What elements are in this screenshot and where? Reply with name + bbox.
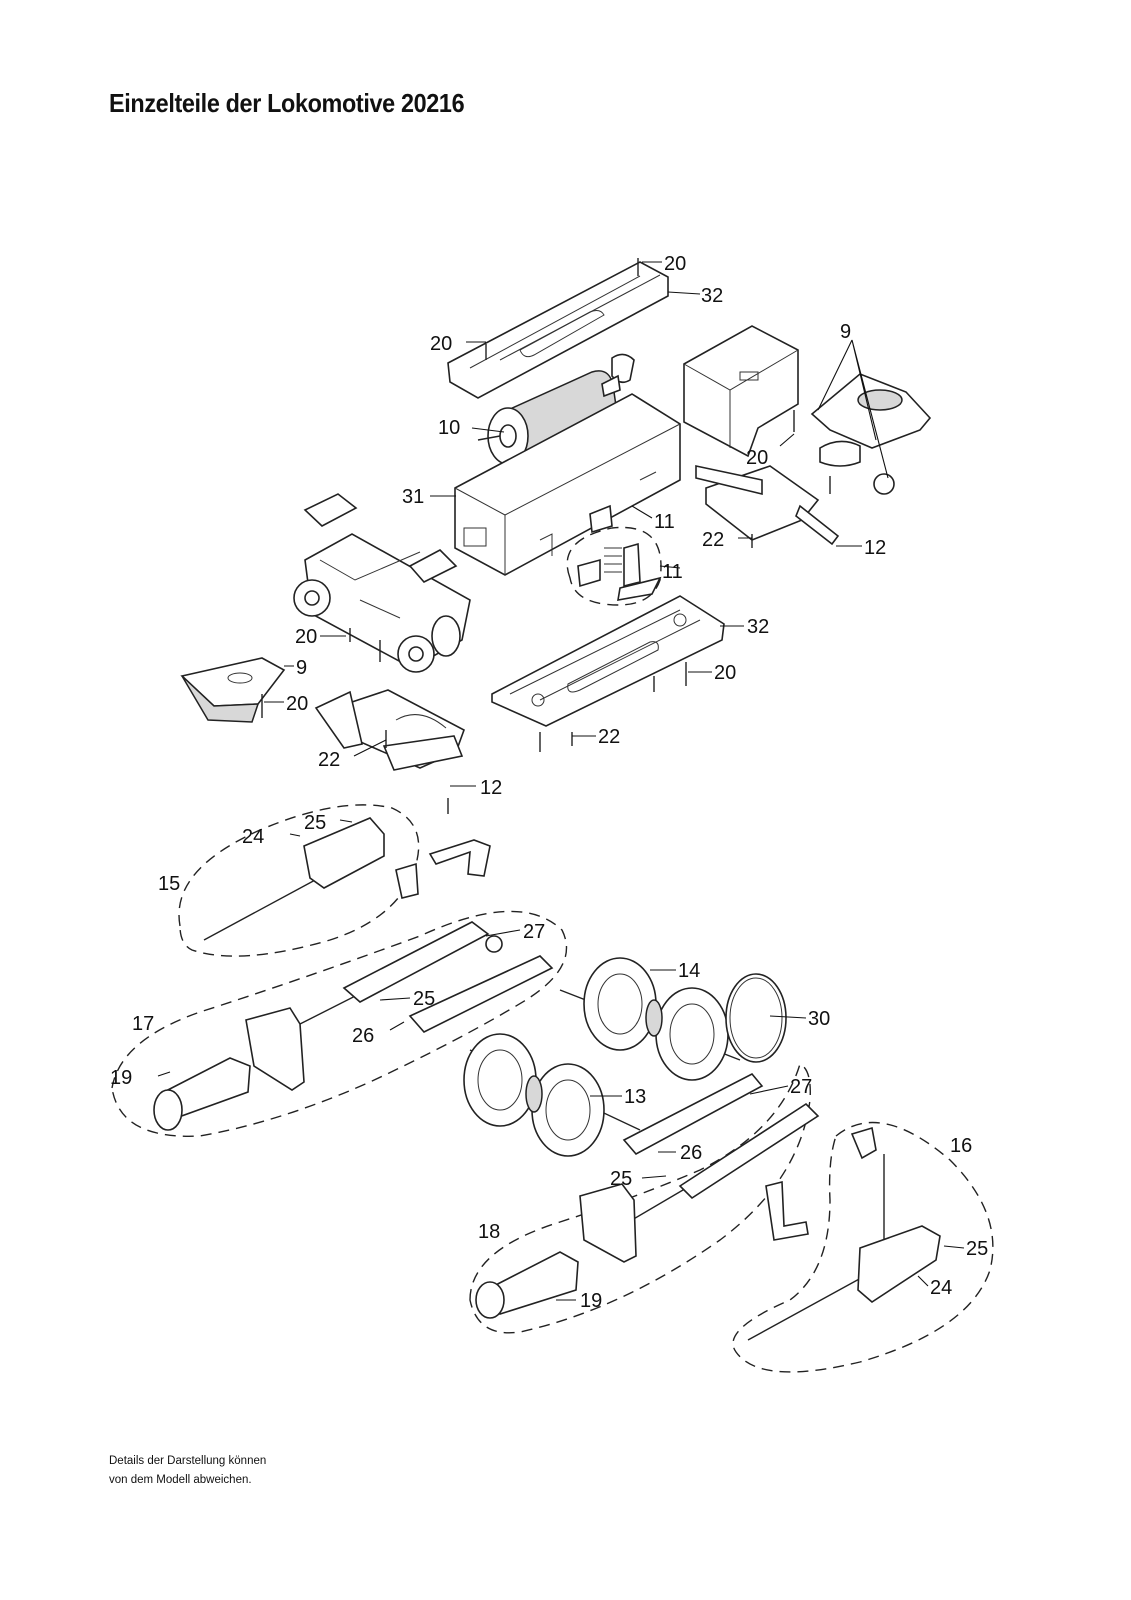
coupler-part-9-left: [180, 657, 286, 723]
callout-14: 14: [678, 960, 700, 982]
callout-17: 17: [132, 1013, 154, 1035]
callout-11: 11: [662, 561, 683, 583]
callout-10: 10: [438, 417, 460, 439]
callout-32: 32: [747, 616, 769, 638]
callout-12: 12: [864, 537, 886, 559]
page-title: Einzelteile der Lokomotive 20216: [109, 88, 465, 118]
callout-labels: 20 32 20 9 10 20 31 11 22 12 11 32 20 20…: [110, 253, 988, 1312]
valve-gear-part-15: [178, 804, 491, 957]
callout-20: 20: [714, 662, 736, 684]
callout-31: 31: [402, 486, 424, 508]
callout-20: 20: [664, 253, 686, 275]
callout-20: 20: [295, 626, 317, 648]
callout-12: 12: [480, 777, 502, 799]
callout-22: 22: [598, 726, 620, 748]
callout-22: 22: [702, 529, 724, 551]
callout-20: 20: [286, 693, 308, 715]
callout-27: 27: [790, 1076, 812, 1098]
footer-note: Details der Darstellung können von dem M…: [109, 1452, 266, 1490]
callout-16: 16: [950, 1135, 972, 1157]
callout-25: 25: [304, 812, 326, 834]
footer-line-2: von dem Modell abweichen.: [109, 1473, 252, 1486]
callout-25: 25: [966, 1238, 988, 1260]
callout-30: 30: [808, 1008, 830, 1030]
callout-11: 11: [654, 511, 675, 533]
cab-housing: [683, 325, 799, 458]
chassis-cover-part-32-top: [447, 261, 669, 399]
callout-19: 19: [580, 1290, 602, 1312]
callout-24: 24: [242, 826, 264, 848]
callout-27: 27: [523, 921, 545, 943]
callout-9: 9: [840, 321, 851, 343]
buffer-plate-part-12-left: [314, 689, 465, 771]
footer-line-1: Details der Darstellung können: [109, 1455, 267, 1467]
callout-18: 18: [478, 1221, 500, 1243]
callout-25: 25: [610, 1168, 632, 1190]
screws: [261, 258, 831, 814]
wheelset-part-13: [463, 1033, 641, 1157]
buffer-plate-part-12-right: [695, 465, 840, 546]
callout-20: 20: [430, 333, 452, 355]
callout-9: 9: [296, 657, 307, 679]
traction-tire-part-30: [725, 973, 787, 1063]
callout-26: 26: [352, 1025, 374, 1047]
cylinder-assembly-part-18: [469, 1063, 820, 1334]
callout-32: 32: [701, 285, 723, 307]
valve-gear-part-16: [732, 1121, 994, 1373]
callout-24: 24: [930, 1277, 952, 1299]
callout-26: 26: [680, 1142, 702, 1164]
callout-22: 22: [318, 749, 340, 771]
gearbox-assembly: [293, 493, 471, 673]
callout-13: 13: [624, 1086, 646, 1108]
contact-springs-part-11: [566, 526, 662, 606]
wheelset-part-14: [559, 957, 741, 1081]
callout-20: 20: [746, 447, 768, 469]
leader-lines: [157, 261, 965, 1301]
cylinder-assembly-part-17: [111, 910, 568, 1137]
callout-19: 19: [110, 1067, 132, 1089]
housing-part-31: [454, 393, 681, 576]
motor-part-10: [477, 370, 621, 468]
chassis-bottom-part-32: [491, 595, 725, 727]
callout-25: 25: [413, 988, 435, 1010]
callout-15: 15: [158, 873, 180, 895]
